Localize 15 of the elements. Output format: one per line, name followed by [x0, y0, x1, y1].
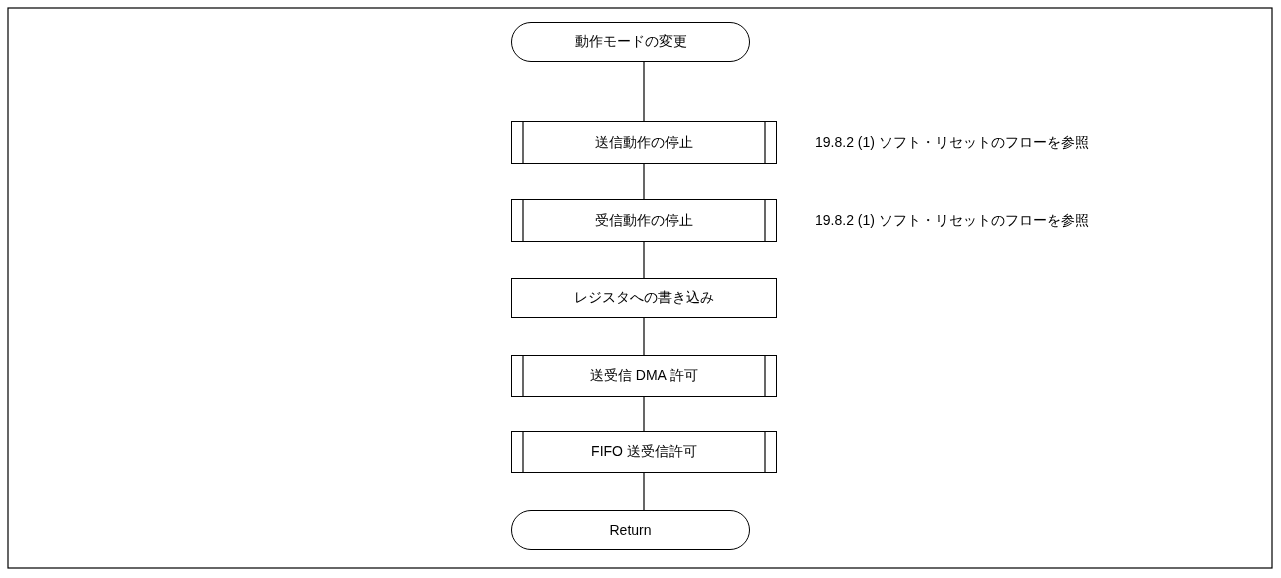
terminator-shape: 動作モードの変更 — [511, 22, 750, 62]
connector-line — [643, 163, 645, 200]
connector-line — [643, 472, 645, 511]
note-text: 19.8.2 (1) ソフト・リセットのフローを参照 — [815, 133, 1089, 152]
terminator-shape: Return — [511, 510, 750, 550]
connector-line — [643, 241, 645, 279]
subroutine-box: 送信動作の停止 — [511, 121, 777, 164]
connector-line — [643, 396, 645, 432]
process-box: レジスタへの書き込み — [511, 278, 777, 318]
connector-line — [643, 317, 645, 356]
note-text: 19.8.2 (1) ソフト・リセットのフローを参照 — [815, 211, 1089, 230]
connector-line — [643, 61, 645, 122]
subroutine-box: FIFO 送受信許可 — [511, 431, 777, 473]
subroutine-box: 受信動作の停止 — [511, 199, 777, 242]
subroutine-box: 送受信 DMA 許可 — [511, 355, 777, 397]
